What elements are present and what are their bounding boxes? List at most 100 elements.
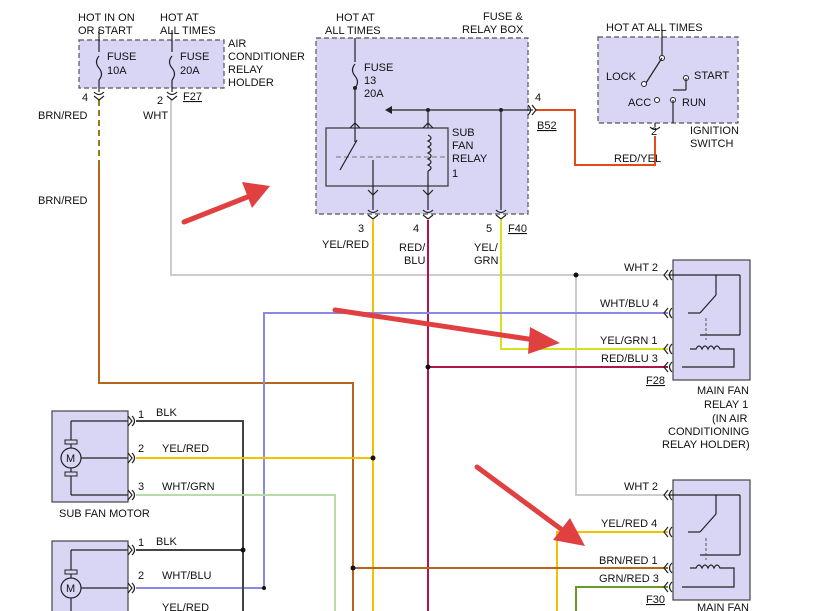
label-main-fan-relay-5: RELAY HOLDER) (662, 439, 750, 451)
label-wht: WHT (143, 110, 168, 122)
label-main-fan-relay-1: MAIN FAN (697, 385, 749, 397)
label-motor-m-1: M (66, 453, 75, 465)
label-pin-4-box-bottom: 4 (413, 223, 419, 235)
label-ac-holder-2: CONDITIONER (228, 51, 305, 63)
label-red-blu-2: BLU (404, 255, 425, 267)
label-hot-in-on: HOT IN ON (78, 12, 135, 24)
label-sub-fan-relay-2: FAN (452, 140, 473, 152)
label-pin-2-motor2: 2 (138, 570, 144, 582)
label-hot-at-center-2: ALL TIMES (325, 25, 381, 37)
arrow-1 (181, 182, 270, 225)
label-pin-2-motor: 2 (138, 443, 144, 455)
main-fan-relay-2 (663, 479, 751, 601)
label-start: START (694, 70, 729, 82)
label-yel-grn-1: YEL/ (474, 242, 499, 254)
label-all-times: ALL TIMES (160, 25, 216, 37)
label-pin-1-motor: 1 (138, 409, 144, 421)
label-f40: F40 (508, 223, 527, 235)
label-wht-blu: WHT/BLU (162, 570, 212, 582)
label-wht-blu-4: WHT/BLU 4 (600, 298, 659, 310)
label-sub-fan-relay-3: RELAY (452, 153, 488, 165)
label-pin-3-box: 3 (358, 223, 364, 235)
label-ac-holder-4: HOLDER (228, 77, 274, 89)
label-brn-red-2: BRN/RED (38, 195, 88, 207)
label-motor-m-2: M (66, 583, 75, 595)
wire-wht-grn (136, 494, 336, 611)
label-fuse-1: FUSE (107, 51, 136, 63)
fuse-relay-box (315, 37, 537, 220)
label-ac-holder-1: AIR (228, 38, 246, 50)
label-red-blu-1: RED/ (399, 242, 426, 254)
label-pin-3-motor: 3 (138, 481, 144, 493)
arrow-2 (332, 307, 560, 354)
label-brn-red-1-pin: BRN/RED 1 (599, 555, 658, 567)
label-yel-red-4: YEL/RED 4 (601, 518, 657, 530)
label-fuse-13: 13 (364, 75, 376, 87)
label-pin-4-box: 4 (535, 92, 541, 104)
main-fan-relay-1 (663, 259, 751, 381)
wire-brn-red (98, 165, 354, 611)
wire-wht-blu (263, 312, 668, 588)
wire-yel-red-relay2 (556, 531, 668, 611)
label-lock: LOCK (606, 71, 637, 83)
label-pin-5-box: 5 (486, 223, 492, 235)
sub-fan-motor (51, 410, 136, 503)
label-acc: ACC (628, 97, 651, 109)
label-main-fan-relay-4: CONDITIONING (668, 426, 749, 438)
label-red-yel: RED/YEL (614, 153, 661, 165)
label-ignition-2: SWITCH (690, 138, 733, 150)
label-ac-holder-3: RELAY (228, 64, 264, 76)
label-brn-red-1: BRN/RED (38, 110, 88, 122)
label-wht-2: WHT 2 (624, 262, 658, 274)
label-main-fan-relay-2: RELAY 1 (704, 399, 748, 411)
label-run: RUN (682, 97, 706, 109)
label-sub-fan-relay-4: 1 (452, 168, 458, 180)
label-pin-4-ac: 4 (82, 92, 88, 104)
red-arrows (181, 182, 585, 546)
label-fuse-10a: 10A (107, 65, 127, 77)
ac-relay-holder (78, 30, 225, 101)
label-ignition-1: IGNITION (690, 125, 739, 137)
label-hot-at-all-times: HOT AT ALL TIMES (606, 22, 703, 34)
label-yel-red-box: YEL/RED (322, 239, 369, 251)
label-b52: B52 (537, 120, 557, 132)
label-fuse-2: FUSE (180, 51, 209, 63)
main-fan-motor (51, 540, 136, 611)
arrow-3 (474, 464, 585, 546)
label-f28: F28 (646, 375, 665, 387)
wire-red-yel (535, 109, 656, 166)
label-fuse-20a: 20A (180, 65, 200, 77)
label-sub-fan-relay-1: SUB (452, 127, 475, 139)
label-sub-fan-motor: SUB FAN MOTOR (59, 508, 150, 520)
wires (98, 100, 668, 611)
label-red-blu-3: RED/BLU 3 (601, 353, 658, 365)
label-or-start: OR START (78, 25, 133, 37)
label-grn-red-3: GRN/RED 3 (599, 573, 659, 585)
label-yel-grn-2: GRN (474, 255, 499, 267)
label-blk-2: BLK (156, 536, 177, 548)
junction-dots (240, 272, 579, 590)
label-yel-grn-1-pin: YEL/GRN 1 (600, 335, 657, 347)
label-f30: F30 (646, 594, 665, 606)
label-fuse-13-title: FUSE (364, 62, 393, 74)
ignition-switch (597, 30, 739, 131)
label-pin-1-motor2: 1 (138, 537, 144, 549)
label-yel-red-cut: YEL/RED (162, 602, 209, 611)
label-blk-1: BLK (156, 407, 177, 419)
label-main-fan-cut: MAIN FAN (697, 602, 749, 611)
label-pin-2-ign: 2 (651, 126, 657, 138)
wire-yel-grn (500, 220, 668, 350)
wire-grn-red (575, 586, 668, 611)
label-f27: F27 (183, 91, 202, 103)
label-pin-2-ac: 2 (157, 95, 163, 107)
label-hot-at: HOT AT (160, 12, 199, 24)
label-fuse-relay-box-2: RELAY BOX (462, 24, 524, 36)
label-wht-2b: WHT 2 (624, 481, 658, 493)
label-wht-grn: WHT/GRN (162, 481, 215, 493)
label-yel-red-motor: YEL/RED (162, 443, 209, 455)
label-fuse-13-20a: 20A (364, 88, 384, 100)
label-fuse-relay-box-1: FUSE & (483, 11, 523, 23)
label-main-fan-relay-3: (IN AIR (712, 413, 748, 425)
label-hot-at-center-1: HOT AT (336, 12, 375, 24)
